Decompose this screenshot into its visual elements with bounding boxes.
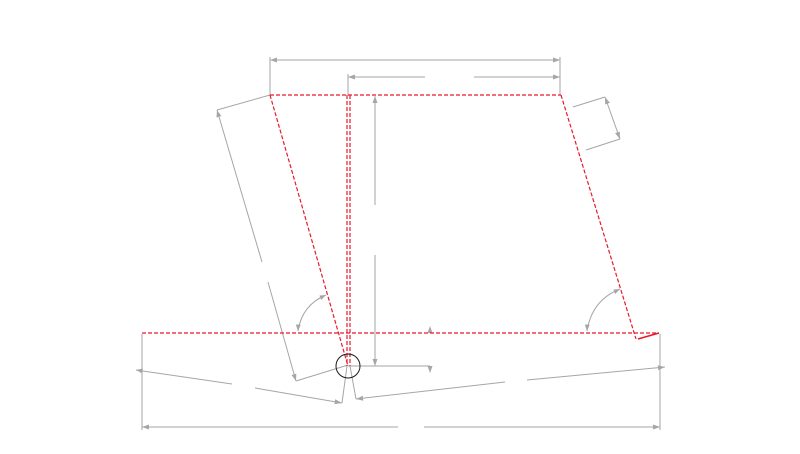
bottom-right-slant	[355, 381, 506, 400]
arrow-head	[584, 324, 590, 331]
arrow-head	[348, 74, 355, 80]
arrow-head	[142, 424, 149, 430]
arrow-head	[653, 424, 660, 430]
arrow-head	[334, 399, 342, 405]
left-leg-extension	[295, 364, 349, 382]
arrow-head	[427, 326, 433, 333]
extension-line	[349, 365, 357, 400]
left-leg-dimension	[216, 109, 263, 263]
right-angle-arc	[586, 288, 621, 332]
arrow-head	[427, 366, 433, 373]
extension-line	[341, 365, 348, 404]
left-leg-extension	[216, 94, 271, 111]
arrow-head	[553, 74, 560, 80]
arrow-head	[270, 57, 277, 63]
left-leg-dimension	[267, 281, 297, 382]
arrow-head	[605, 97, 610, 105]
arrow-head	[372, 96, 378, 103]
right-offset-dimension	[604, 96, 621, 140]
arrow-head	[295, 324, 301, 331]
bottom-right-slant	[526, 366, 666, 381]
arrow-head	[291, 373, 297, 381]
left-slanted-leg	[269, 94, 349, 367]
right-slanted-edge	[560, 94, 637, 340]
pivot-circle[interactable]	[335, 353, 361, 379]
arrow-head	[372, 359, 378, 366]
left-angle-arc	[297, 294, 327, 332]
bottom-left-slant	[135, 369, 233, 385]
arrow-head	[136, 368, 143, 374]
right-offset-extension	[585, 138, 621, 151]
arrow-head	[615, 131, 620, 139]
arrow-head	[613, 289, 620, 294]
arrow-head	[319, 295, 326, 300]
right-offset-extension	[572, 96, 606, 108]
construction-geometry	[142, 94, 660, 367]
arrow-head	[553, 57, 560, 63]
base-end-tick	[637, 332, 660, 340]
arrow-head	[216, 110, 222, 118]
arrow-head	[356, 395, 364, 401]
dimension-lines	[135, 57, 666, 430]
bottom-left-slant	[254, 387, 343, 404]
arrow-head	[657, 365, 665, 371]
